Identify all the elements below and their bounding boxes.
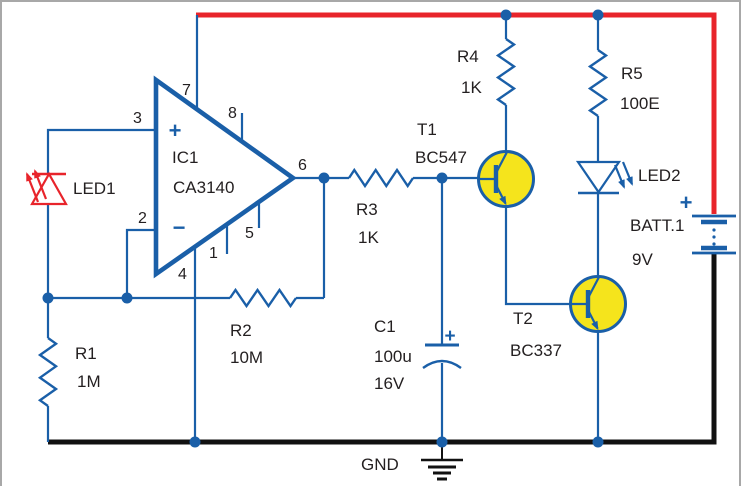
batt1-value-label: 9V xyxy=(632,250,653,269)
r5-ref-label: R5 xyxy=(621,64,643,83)
gnd-label: GND xyxy=(361,455,399,474)
t2-ref-label: T2 xyxy=(513,309,533,328)
ic1-pin1-label: 1 xyxy=(209,245,218,262)
resistor-r5 xyxy=(587,49,609,117)
r4-ref-label: R4 xyxy=(457,47,479,66)
led2-symbol xyxy=(575,160,634,195)
resistor-r1 xyxy=(37,337,59,407)
ic1-ref-label: IC1 xyxy=(172,148,198,167)
c1-value-label: 100u xyxy=(374,347,412,366)
ic1-pin5-label: 5 xyxy=(245,225,254,242)
labels: 3 2 7 8 4 1 5 6 + − IC1 CA3140 LED1 R1 1… xyxy=(73,47,692,474)
transistor-t1 xyxy=(477,150,535,208)
r3-value-label: 1K xyxy=(358,228,379,247)
c1-polarity-mark: + xyxy=(444,326,455,347)
r5-value-label: 100E xyxy=(620,94,660,113)
led1-ref-label: LED1 xyxy=(73,179,116,198)
r1-ref-label: R1 xyxy=(75,344,97,363)
ic1-part-label: CA3140 xyxy=(173,178,234,197)
opamp-ic1 xyxy=(153,75,297,279)
r3-ref-label: R3 xyxy=(356,200,378,219)
signal-wires xyxy=(46,15,600,442)
ic1-pin8-label: 8 xyxy=(228,105,237,122)
ic1-pin4-label: 4 xyxy=(178,266,187,283)
r2-value-label: 10M xyxy=(230,348,263,367)
ic1-pin3-label: 3 xyxy=(133,110,142,127)
positive-rail xyxy=(196,12,717,214)
c1-ref-label: C1 xyxy=(374,317,396,336)
capacitor-c1 xyxy=(422,343,462,369)
resistor-r3 xyxy=(347,167,415,189)
c1-rating-label: 16V xyxy=(374,374,405,393)
t1-ref-label: T1 xyxy=(417,120,437,139)
battery-batt1 xyxy=(692,214,736,255)
r2-ref-label: R2 xyxy=(230,321,252,340)
ic1-pin7-label: 7 xyxy=(182,82,191,99)
ground-rail xyxy=(48,253,717,445)
led2-ref-label: LED2 xyxy=(638,166,681,185)
t1-part-label: BC547 xyxy=(415,148,467,167)
t2-part-label: BC337 xyxy=(510,341,562,360)
resistor-r2 xyxy=(229,287,297,309)
ic1-noninverting-mark: + xyxy=(169,118,182,143)
r1-value-label: 1M xyxy=(77,372,101,391)
batt1-polarity-mark: + xyxy=(680,190,693,215)
ic1-inverting-mark: − xyxy=(173,215,186,240)
batt1-ref-label: BATT.1 xyxy=(630,216,684,235)
ic1-pin6-label: 6 xyxy=(298,157,307,174)
led1-symbol xyxy=(25,169,68,206)
resistor-r4 xyxy=(495,38,517,106)
junction-dots xyxy=(42,9,604,448)
ic1-pin2-label: 2 xyxy=(138,210,147,227)
transistor-t2 xyxy=(569,275,627,333)
ground-symbol xyxy=(421,445,463,481)
r4-value-label: 1K xyxy=(461,78,482,97)
